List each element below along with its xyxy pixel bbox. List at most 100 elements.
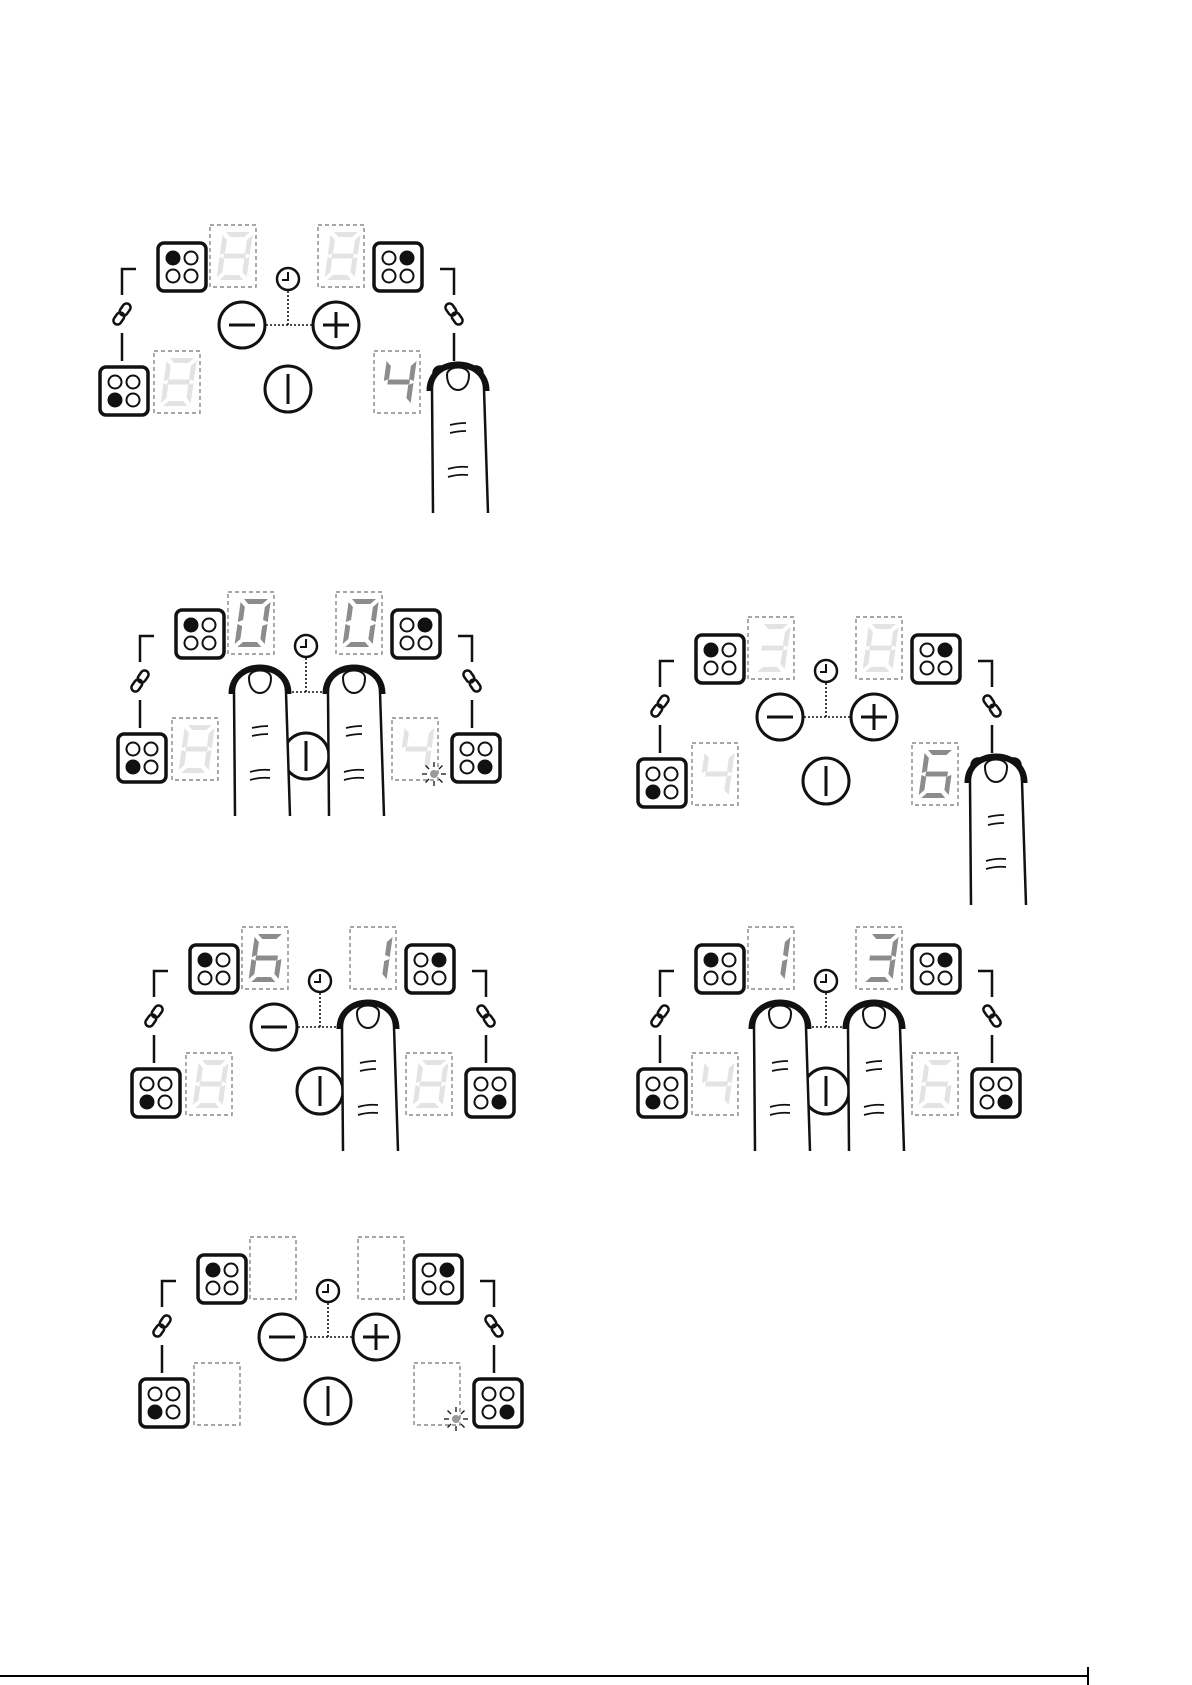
display-bottom-right: 4	[374, 351, 420, 413]
finger-press-icon	[429, 364, 488, 513]
seven-segment-digit	[399, 728, 435, 770]
link-chain-icon	[476, 1004, 496, 1028]
link-bracket-right	[480, 1281, 504, 1373]
hob-zone-top-right[interactable]	[912, 945, 960, 993]
display-bottom-right: 4	[392, 718, 438, 780]
finger-press-icon	[339, 1002, 398, 1151]
link-bracket-left	[650, 661, 674, 753]
display-bottom-left: 4	[692, 1053, 738, 1115]
clock-icon	[815, 970, 837, 992]
hob-zone-bottom-right[interactable]	[972, 1069, 1020, 1117]
hob-zone-bottom-right[interactable]	[466, 1069, 514, 1117]
display-bottom-right: 6	[912, 1053, 958, 1115]
link-chain-icon	[462, 669, 482, 693]
hob-zone-bottom-left[interactable]	[132, 1069, 180, 1117]
seven-segment-digit	[382, 937, 393, 979]
hob-zone-top-right[interactable]	[374, 243, 422, 291]
timer-connector	[284, 658, 330, 692]
hob-zone-bottom-right[interactable]	[452, 734, 500, 782]
power-button[interactable]	[265, 366, 311, 412]
hob-zone-top-left[interactable]	[176, 610, 224, 658]
hob-zone-top-left[interactable]	[198, 1255, 246, 1303]
page-footer-tick	[1087, 1667, 1089, 1685]
link-bracket-right	[978, 971, 1002, 1063]
hob-zone-top-left[interactable]	[696, 635, 744, 683]
seven-segment-digit	[699, 1063, 735, 1105]
seven-segment-digit	[918, 1060, 955, 1108]
hob-zone-top-right[interactable]	[912, 635, 960, 683]
power-button[interactable]	[803, 758, 849, 804]
hob-zone-bottom-left[interactable]	[118, 734, 166, 782]
link-chain-icon	[484, 1314, 504, 1338]
link-bracket-right	[440, 269, 464, 361]
minus-button[interactable]	[259, 1314, 305, 1360]
minus-button[interactable]	[757, 694, 803, 740]
hob-zone-top-left[interactable]	[696, 945, 744, 993]
display-top-right: 8	[318, 225, 364, 287]
link-bracket-right	[472, 971, 496, 1063]
seven-segment-digit	[234, 599, 271, 647]
seven-segment-digit	[324, 232, 361, 280]
hob-zone-bottom-left[interactable]	[638, 759, 686, 807]
display-bottom-right	[414, 1363, 460, 1425]
power-button[interactable]	[297, 1068, 343, 1114]
hob-zone-top-right[interactable]	[414, 1255, 462, 1303]
plus-button[interactable]	[851, 694, 897, 740]
timer-connector	[298, 993, 344, 1027]
panel-5: 1 3 4 6	[638, 927, 1020, 1151]
link-bracket-right	[458, 636, 482, 728]
seven-segment-digit	[699, 753, 735, 795]
seven-segment-digit	[757, 624, 791, 672]
hob-zone-top-right[interactable]	[406, 945, 454, 993]
hob-zone-top-right[interactable]	[392, 610, 440, 658]
hob-zone-top-left[interactable]	[190, 945, 238, 993]
seven-segment-digit	[160, 358, 197, 406]
timer-connector	[804, 993, 850, 1027]
hob-zone-bottom-left[interactable]	[100, 367, 148, 415]
clock-icon	[295, 635, 317, 657]
link-bracket-left	[650, 971, 674, 1063]
seven-segment-digit	[342, 599, 379, 647]
display-top-right: 1	[350, 927, 396, 989]
finger-press-icon	[325, 667, 384, 816]
seven-segment-digit	[412, 1060, 449, 1108]
display-top-left: 0	[228, 592, 274, 654]
clock-icon	[815, 660, 837, 682]
link-chain-icon	[982, 694, 1002, 718]
display-top-left	[250, 1237, 296, 1299]
minus-button[interactable]	[219, 302, 265, 348]
display-top-left: 3	[748, 617, 794, 679]
minus-button[interactable]	[251, 1004, 297, 1050]
timer-connector	[804, 683, 850, 717]
display-top-right	[358, 1237, 404, 1299]
hob-zone-bottom-right[interactable]	[474, 1379, 522, 1427]
link-chain-icon	[444, 302, 464, 326]
power-button[interactable]	[803, 1068, 849, 1114]
display-bottom-left: 8	[186, 1053, 232, 1115]
seven-segment-digit	[216, 232, 253, 280]
link-chain-icon	[144, 1004, 164, 1028]
display-bottom-left: 4	[692, 743, 738, 805]
plus-button[interactable]	[313, 302, 359, 348]
display-bottom-left: 8	[154, 351, 200, 413]
power-button[interactable]	[283, 733, 329, 779]
link-bracket-left	[144, 971, 168, 1063]
hob-zone-bottom-left[interactable]	[140, 1379, 188, 1427]
link-bracket-left	[130, 636, 154, 728]
blinking-dot-icon	[444, 1407, 468, 1431]
hob-zone-bottom-left[interactable]	[638, 1069, 686, 1117]
seven-segment-digit	[248, 934, 285, 982]
digit-value: 1	[771, 957, 772, 959]
hob-zone-top-left[interactable]	[158, 243, 206, 291]
timer-connector	[306, 1303, 352, 1337]
display-top-right: 3	[856, 927, 902, 989]
plus-button[interactable]	[353, 1314, 399, 1360]
display-bottom-left: 8	[172, 718, 218, 780]
seven-segment-digit	[178, 725, 215, 773]
power-button[interactable]	[305, 1378, 351, 1424]
display-top-left: 6	[242, 927, 288, 989]
panel-6	[140, 1237, 522, 1431]
